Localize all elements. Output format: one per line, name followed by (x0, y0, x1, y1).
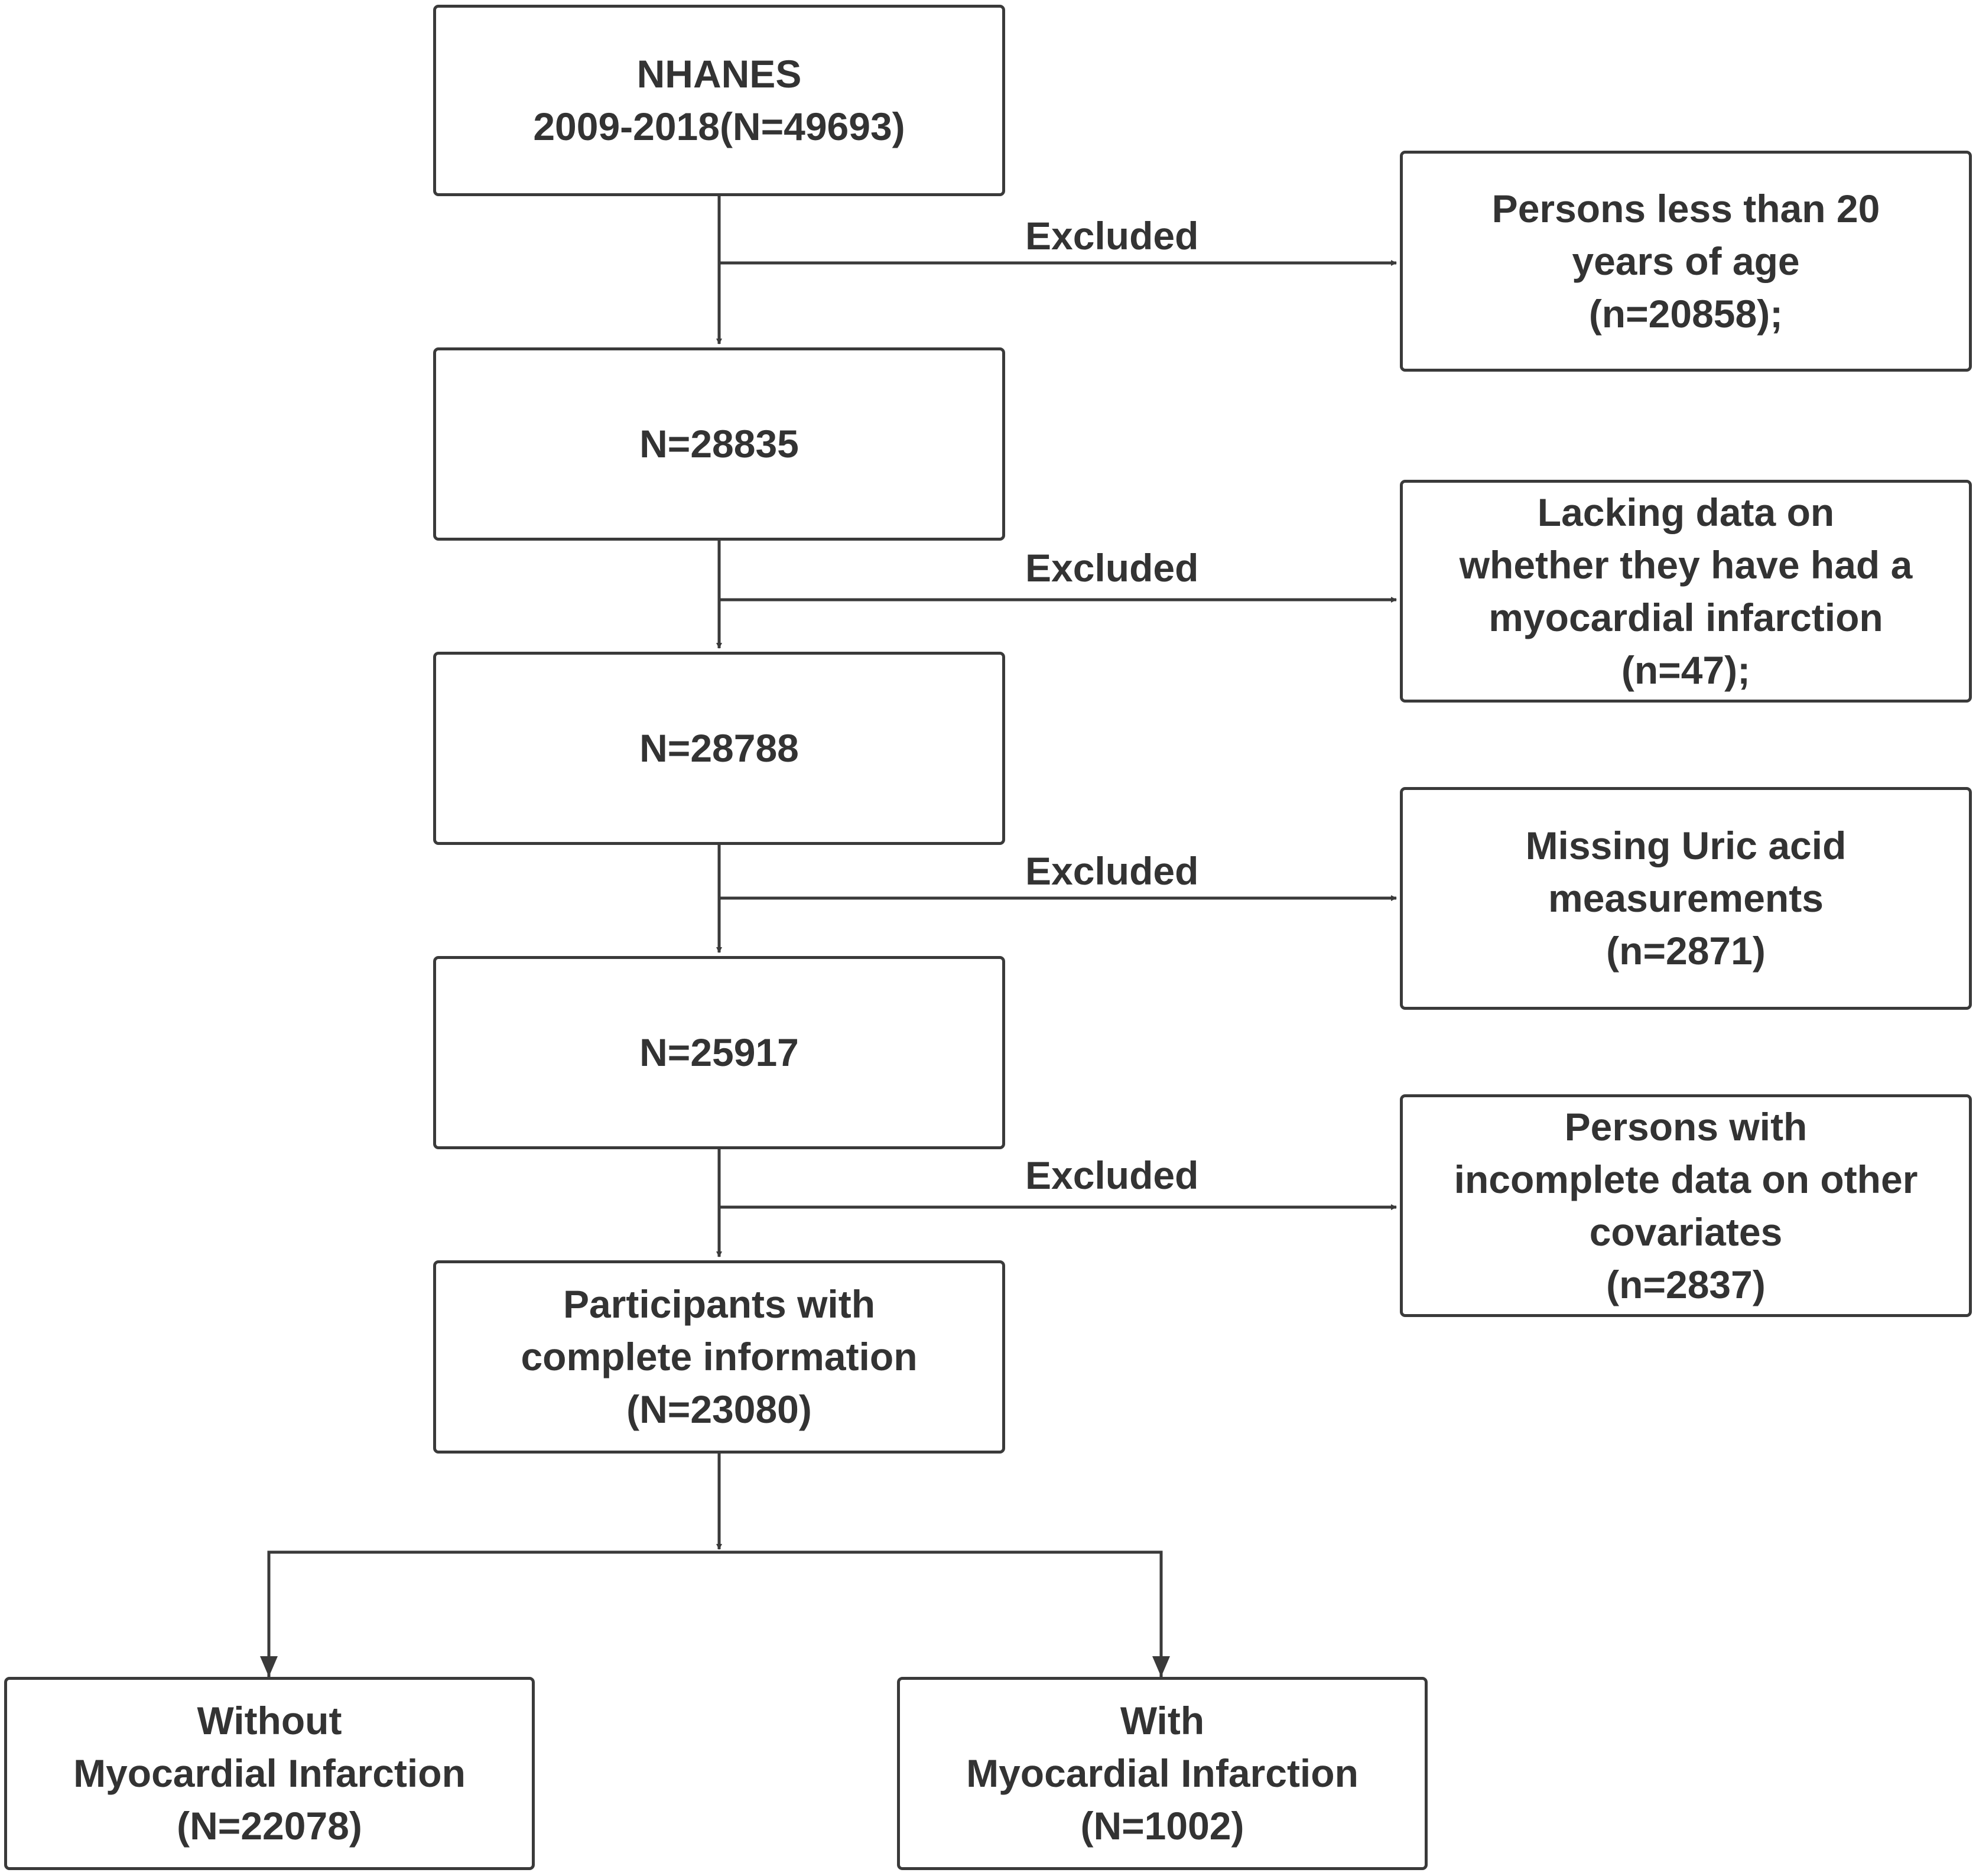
box-exclusion-uric-acid: Missing Uric acid measurements (n=2871) (1400, 787, 1972, 1010)
exclusion-covariates-text: Persons with incomplete data on other co… (1454, 1104, 1918, 1306)
excluded-label-2: Excluded (1025, 546, 1199, 590)
arrowhead-with-mi (1152, 1656, 1170, 1677)
box-exclusion-age: Persons less than 20 years of age (n=208… (1400, 151, 1972, 372)
excluded-label-1: Excluded (1025, 214, 1199, 258)
n-28835-text: N=28835 (639, 422, 799, 466)
without-mi-text: Without Myocardial Infarction (N=22078) (73, 1699, 466, 1848)
nhanes-text: NHANES 2009-2018(N=49693) (533, 52, 905, 148)
box-with-mi: With Myocardial Infarction (N=1002) (897, 1677, 1428, 1870)
complete-information-text: Participants with complete information (… (521, 1282, 918, 1431)
n-28788-text: N=28788 (639, 726, 799, 770)
excluded-label-3: Excluded (1025, 849, 1199, 893)
box-without-mi: Without Myocardial Infarction (N=22078) (4, 1677, 535, 1870)
box-n-25917: N=25917 (433, 956, 1005, 1149)
split-connector (267, 1550, 1163, 1677)
box-exclusion-mi-data: Lacking data on whether they have had a … (1400, 480, 1972, 703)
with-mi-text: With Myocardial Infarction (N=1002) (966, 1699, 1358, 1848)
exclusion-mi-data-text: Lacking data on whether they have had a … (1459, 490, 1913, 692)
box-complete-information: Participants with complete information (… (433, 1260, 1005, 1454)
box-nhanes: NHANES 2009-2018(N=49693) (433, 5, 1005, 196)
box-n-28835: N=28835 (433, 347, 1005, 541)
n-25917-text: N=25917 (639, 1030, 799, 1074)
arrowhead-without-mi (260, 1656, 278, 1677)
box-exclusion-covariates: Persons with incomplete data on other co… (1400, 1094, 1972, 1317)
exclusion-age-text: Persons less than 20 years of age (n=208… (1491, 186, 1880, 336)
excluded-label-4: Excluded (1025, 1153, 1199, 1197)
exclusion-uric-acid-text: Missing Uric acid measurements (n=2871) (1525, 824, 1847, 973)
box-n-28788: N=28788 (433, 652, 1005, 845)
